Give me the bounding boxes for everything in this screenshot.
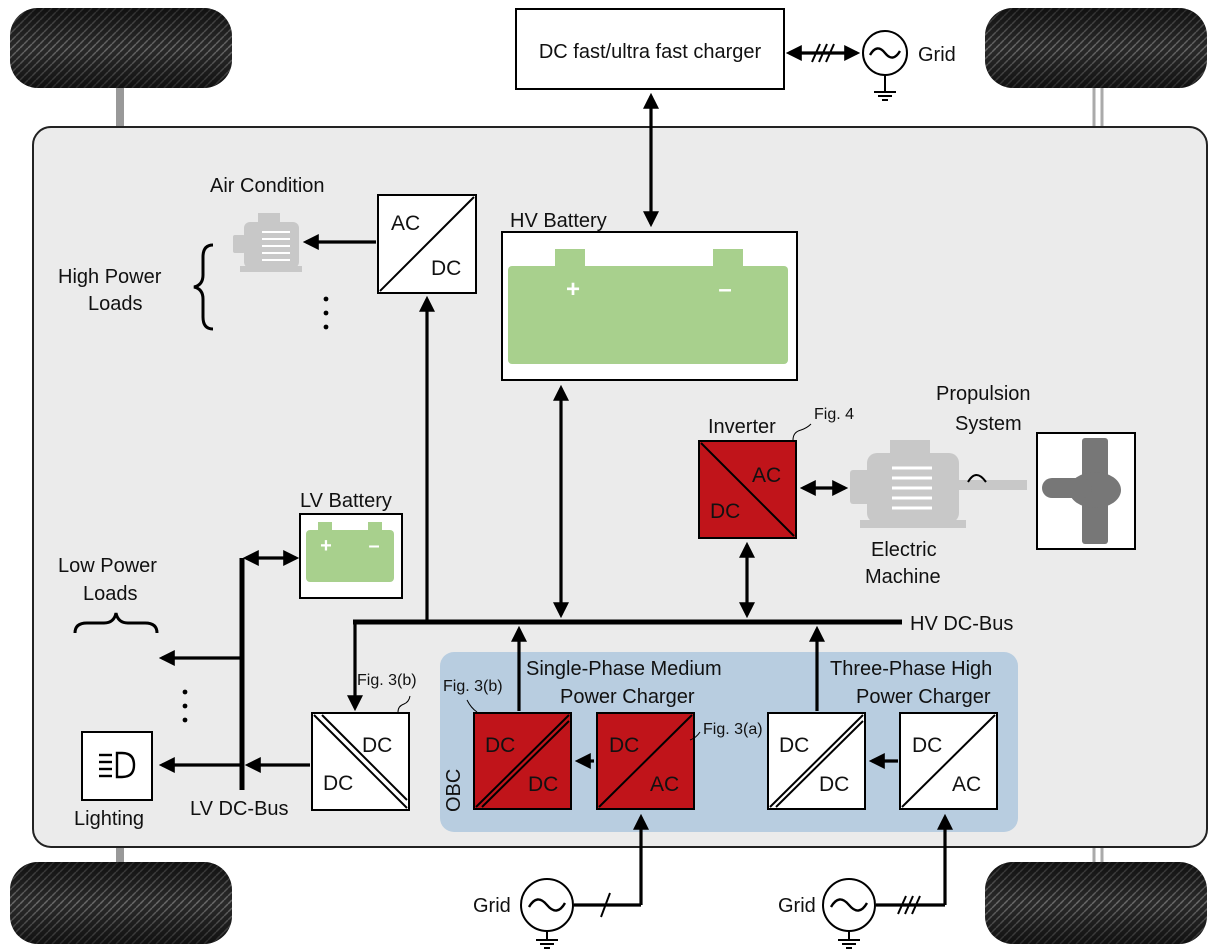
lv-battery-plus: +	[320, 535, 332, 557]
single-acdc-bottom: AC	[650, 773, 679, 796]
ellipsis-high-power	[323, 296, 329, 330]
grid-source-single	[520, 878, 574, 949]
dc-dc-converter-lv: DC DC	[311, 712, 410, 811]
single-dcdc-bottom: DC	[528, 773, 558, 796]
lv-dc-bus-label: LV DC-Bus	[190, 798, 289, 820]
electric-machine-line2: Machine	[865, 566, 941, 588]
single-phase-line1: Single-Phase Medium	[526, 658, 722, 680]
grid-single-label: Grid	[473, 895, 511, 917]
single-phase-line2: Power Charger	[560, 686, 695, 708]
lv-dcdc-bottom: DC	[323, 772, 353, 795]
tire-front-left	[10, 8, 232, 88]
hv-battery: + –	[501, 231, 798, 381]
grid-source-top	[862, 30, 908, 101]
tire-rear-left	[10, 862, 232, 944]
single-phase-dcdc-ref: Fig. 3(b)	[443, 678, 503, 695]
three-acdc-top: DC	[912, 734, 942, 757]
lighting-label: Lighting	[74, 808, 144, 830]
three-acdc-bottom: AC	[952, 773, 981, 796]
ac-dc-converter-three-phase: DC AC	[899, 712, 998, 810]
high-power-loads-line1: High Power	[58, 266, 162, 288]
electric-machine-line1: Electric	[871, 539, 937, 561]
lighting-icon	[81, 731, 153, 801]
inverter: AC DC	[698, 440, 797, 539]
lv-battery-minus: –	[368, 535, 379, 557]
single-phase-acdc-ref: Fig. 3(a)	[703, 721, 763, 738]
lv-battery-label: LV Battery	[300, 490, 392, 512]
inverter-label: Inverter	[708, 416, 776, 438]
hv-dc-bus-label: HV DC-Bus	[910, 613, 1013, 635]
three-phase-mark-top	[811, 43, 835, 63]
grid-source-three	[822, 878, 876, 949]
axle-left	[116, 85, 124, 873]
single-acdc-top: DC	[609, 734, 639, 757]
propulsion-system	[1036, 432, 1136, 550]
ac-dc-converter-aircon: AC DC	[377, 194, 477, 294]
three-dcdc-top: DC	[779, 734, 809, 757]
inverter-bottom: DC	[710, 500, 740, 523]
propulsion-line1: Propulsion	[936, 383, 1031, 405]
ac-dc-converter-single-phase: DC AC	[596, 712, 695, 810]
hv-battery-plus: +	[566, 276, 580, 303]
three-dcdc-bottom: DC	[819, 773, 849, 796]
lv-dcdc-ref: Fig. 3(b)	[357, 672, 417, 689]
dc-fast-charger-label: DC fast/ultra fast charger	[539, 41, 762, 63]
dc-dc-converter-single-phase: DC DC	[473, 712, 572, 810]
propulsion-line2: System	[955, 413, 1022, 435]
tire-front-right	[985, 8, 1207, 88]
hv-battery-minus: –	[718, 276, 731, 303]
electric-machine-icon	[850, 440, 1027, 528]
obc-region	[440, 652, 1018, 832]
low-power-loads-line1: Low Power	[58, 555, 157, 577]
ellipsis-low-power	[182, 689, 188, 723]
dc-fast-charger: DC fast/ultra fast charger	[515, 8, 785, 90]
high-power-loads-line2: Loads	[88, 293, 143, 315]
grid-three-label: Grid	[778, 895, 816, 917]
brace-high-power	[193, 243, 214, 331]
air-condition-label: Air Condition	[210, 175, 325, 197]
aircon-conv-bottom: DC	[431, 257, 461, 280]
inverter-top: AC	[752, 464, 781, 487]
grid-top-label: Grid	[918, 44, 956, 66]
three-phase-line1: Three-Phase High	[830, 658, 992, 680]
hv-battery-label: HV Battery	[510, 210, 607, 232]
single-dcdc-top: DC	[485, 734, 515, 757]
three-phase-mark-bottom	[897, 895, 921, 915]
lv-battery: + –	[299, 513, 403, 599]
three-phase-line2: Power Charger	[856, 686, 991, 708]
aircon-conv-top: AC	[391, 212, 420, 235]
dc-dc-converter-three-phase: DC DC	[767, 712, 866, 810]
low-power-loads-line2: Loads	[83, 583, 138, 605]
obc-label: OBC	[443, 769, 465, 812]
brace-low-power	[73, 612, 159, 634]
lv-dcdc-top: DC	[362, 734, 392, 757]
inverter-ref: Fig. 4	[814, 406, 854, 423]
inverter-ref-leader	[792, 423, 812, 441]
tire-rear-right	[985, 862, 1207, 944]
motor-icon-aircon	[233, 213, 302, 272]
